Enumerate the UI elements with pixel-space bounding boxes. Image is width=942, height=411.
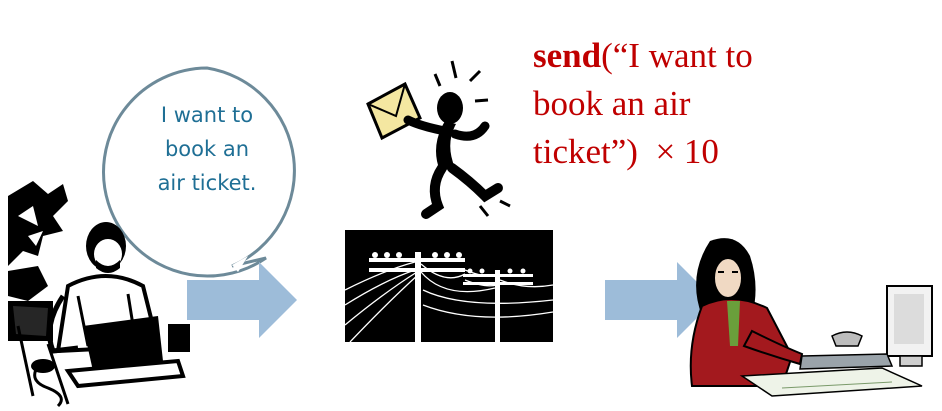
right-arrow-icon [605, 262, 715, 338]
send-times: × 10 [655, 132, 719, 171]
right-arrow-icon [187, 262, 297, 338]
bubble-line: air ticket. [157, 171, 257, 195]
send-line-3: ticket”) [533, 132, 638, 171]
telephone-poles-icon [345, 230, 553, 342]
man-at-laptop-icon [8, 181, 190, 408]
send-line-2: book an air [533, 84, 691, 123]
woman-at-computer-icon [689, 238, 933, 397]
bubble-line: I want to [160, 103, 254, 127]
speech-bubble-text: I want to book an air ticket. [126, 98, 288, 200]
send-annotation: send(“I want to book an air ticket”) × 1… [533, 32, 833, 176]
send-keyword: send [533, 36, 602, 75]
send-args: (“I want to [601, 36, 753, 75]
bubble-line: book an [164, 137, 250, 161]
running-messenger-with-envelope-icon [366, 60, 511, 219]
speech-bubble [102, 66, 296, 278]
